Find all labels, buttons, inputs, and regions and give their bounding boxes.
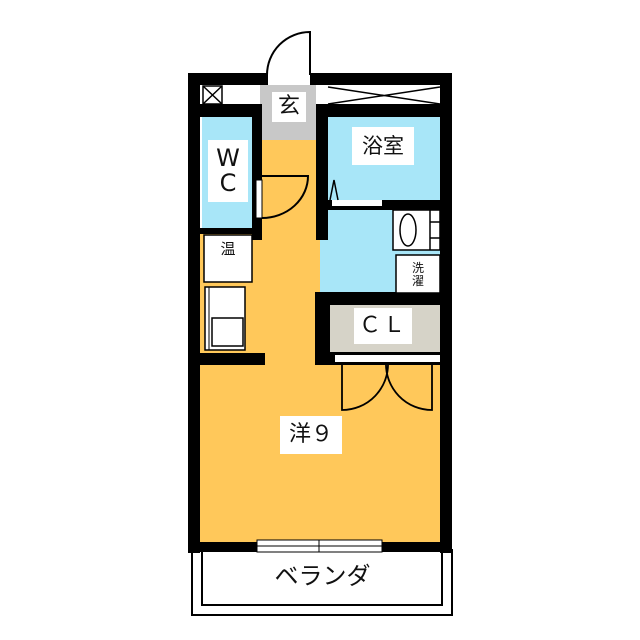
entrance-label: 玄	[272, 92, 306, 122]
water-heater-label: 温	[220, 240, 236, 259]
western-room-label: 洋９	[280, 416, 342, 454]
closet-doors	[341, 361, 433, 411]
washer-label: 洗 濯	[402, 260, 434, 290]
washer-label-1: 洗	[411, 261, 424, 276]
closet-label: ＣＬ	[354, 308, 412, 344]
bathroom-label: 浴室	[352, 127, 414, 165]
wc-label-c: C	[219, 169, 237, 197]
wc-label: W C	[208, 140, 248, 202]
veranda-label: ベランダ	[274, 562, 371, 591]
veranda-inner	[201, 549, 443, 606]
wc-label-w: W	[216, 143, 240, 172]
washer-label-2: 濯	[411, 274, 424, 288]
corridor-floor	[260, 138, 320, 368]
entry-door-swing	[266, 30, 311, 76]
wc-door-swing	[261, 175, 310, 219]
